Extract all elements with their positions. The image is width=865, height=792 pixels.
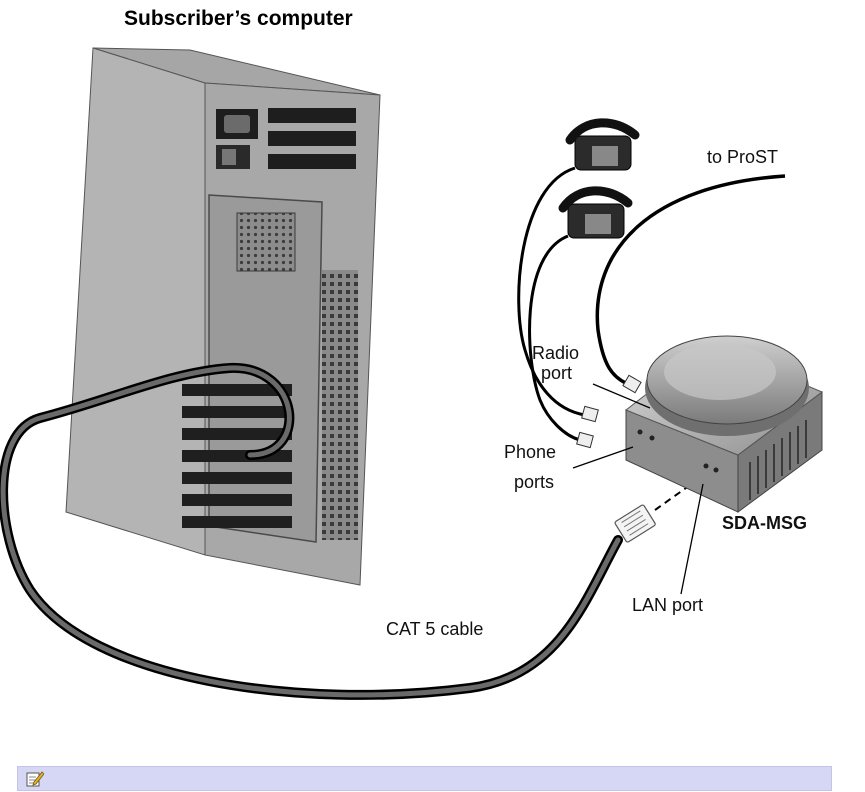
computer-tower — [66, 48, 380, 585]
phone-ports-label-line1: Phone — [504, 442, 556, 463]
cable-label: CAT 5 cable — [386, 619, 483, 640]
phone-icon — [570, 123, 635, 170]
device-name-label: SDA-MSG — [722, 513, 807, 534]
note-bar — [17, 766, 832, 791]
radio-port-pointer — [593, 384, 650, 408]
radio-port-label-line2: port — [541, 363, 572, 384]
radio-port-label-line1: Radio — [532, 343, 579, 364]
lan-port-label: LAN port — [632, 595, 703, 616]
phone-cord — [530, 236, 580, 440]
sda-msg-device — [626, 336, 822, 512]
phone-ports-label-line2: ports — [514, 472, 554, 493]
to-prost-label: to ProST — [707, 147, 778, 168]
phone-icon — [563, 191, 628, 238]
phone-ports-pointer — [573, 447, 633, 468]
lan-port-pointer — [681, 484, 703, 594]
note-pencil-icon — [26, 770, 44, 788]
